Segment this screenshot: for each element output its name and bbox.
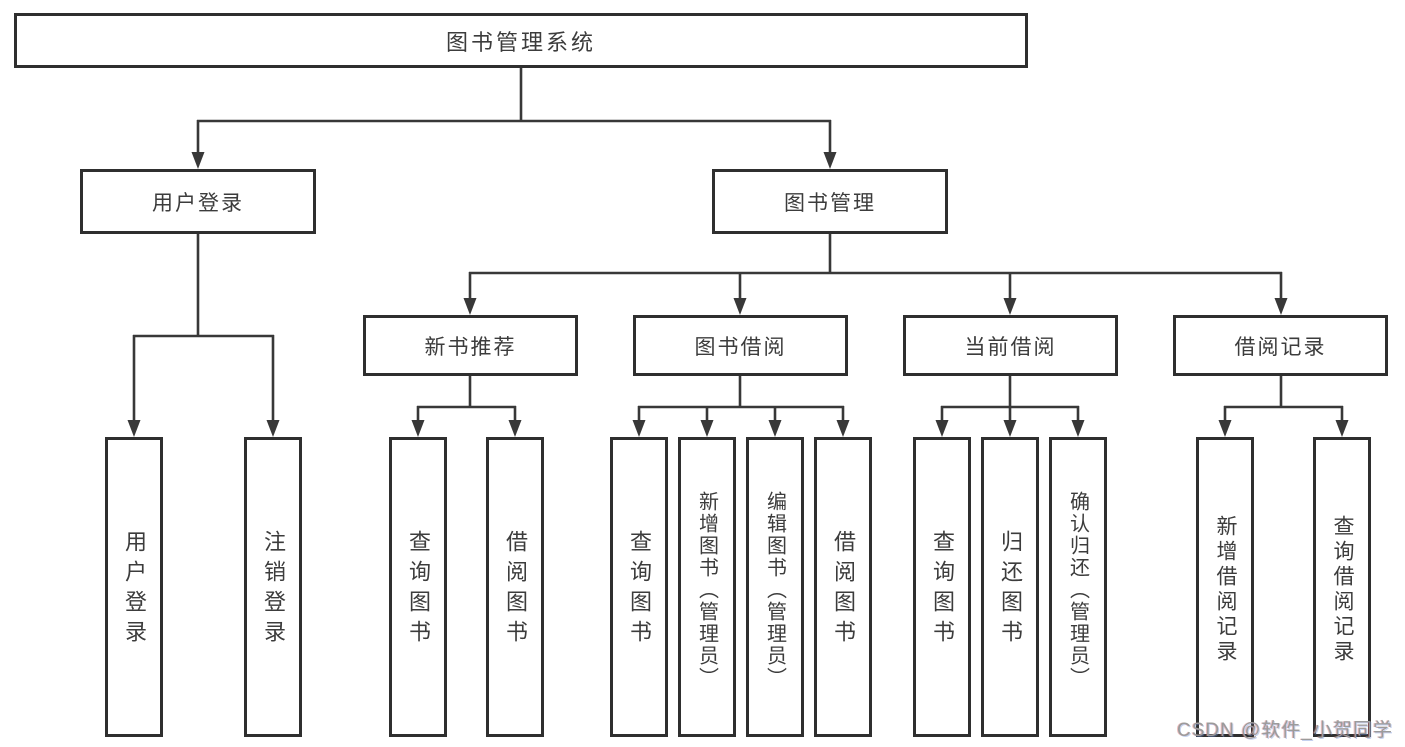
leaf-query-books-current: 查询图书 <box>913 437 971 737</box>
leaf-add-borrow-record: 新增借阅记录 <box>1196 437 1254 737</box>
leaf-query-books-recommend: 查询图书 <box>389 437 447 737</box>
node-user-login: 用户登录 <box>80 169 316 234</box>
node-current-borrow: 当前借阅 <box>903 315 1118 376</box>
leaf-user-login: 用户登录 <box>105 437 163 737</box>
leaf-query-borrow-record: 查询借阅记录 <box>1313 437 1371 737</box>
connector-book-management-to-level3 <box>463 234 1288 315</box>
node-root-system: 图书管理系统 <box>14 13 1028 68</box>
connector-borrow-records-to-leaves <box>1218 376 1349 437</box>
node-book-borrow: 图书借阅 <box>633 315 848 376</box>
connector-book-borrow-to-leaves <box>632 376 850 437</box>
connector-root-to-level2 <box>191 68 837 169</box>
leaf-edit-book-admin: 编辑图书（管理员） <box>746 437 804 737</box>
leaf-add-book-admin: 新增图书（管理员） <box>678 437 736 737</box>
leaf-confirm-return-admin: 确认归还（管理员） <box>1049 437 1107 737</box>
node-new-book-recommend: 新书推荐 <box>363 315 578 376</box>
leaf-logout: 注销登录 <box>244 437 302 737</box>
connector-new-book-recommend-to-leaves <box>411 376 522 437</box>
watermark: CSDN @软件_小贺同学 <box>1177 720 1393 741</box>
connector-current-borrow-to-leaves <box>935 376 1085 437</box>
connector-user-login-to-leaves <box>127 234 280 437</box>
leaf-return-books: 归还图书 <box>981 437 1039 737</box>
node-borrow-records: 借阅记录 <box>1173 315 1388 376</box>
leaf-query-books-borrow: 查询图书 <box>610 437 668 737</box>
leaf-borrow-books-borrow: 借阅图书 <box>814 437 872 737</box>
leaf-borrow-books-recommend: 借阅图书 <box>486 437 544 737</box>
node-book-management: 图书管理 <box>712 169 948 234</box>
